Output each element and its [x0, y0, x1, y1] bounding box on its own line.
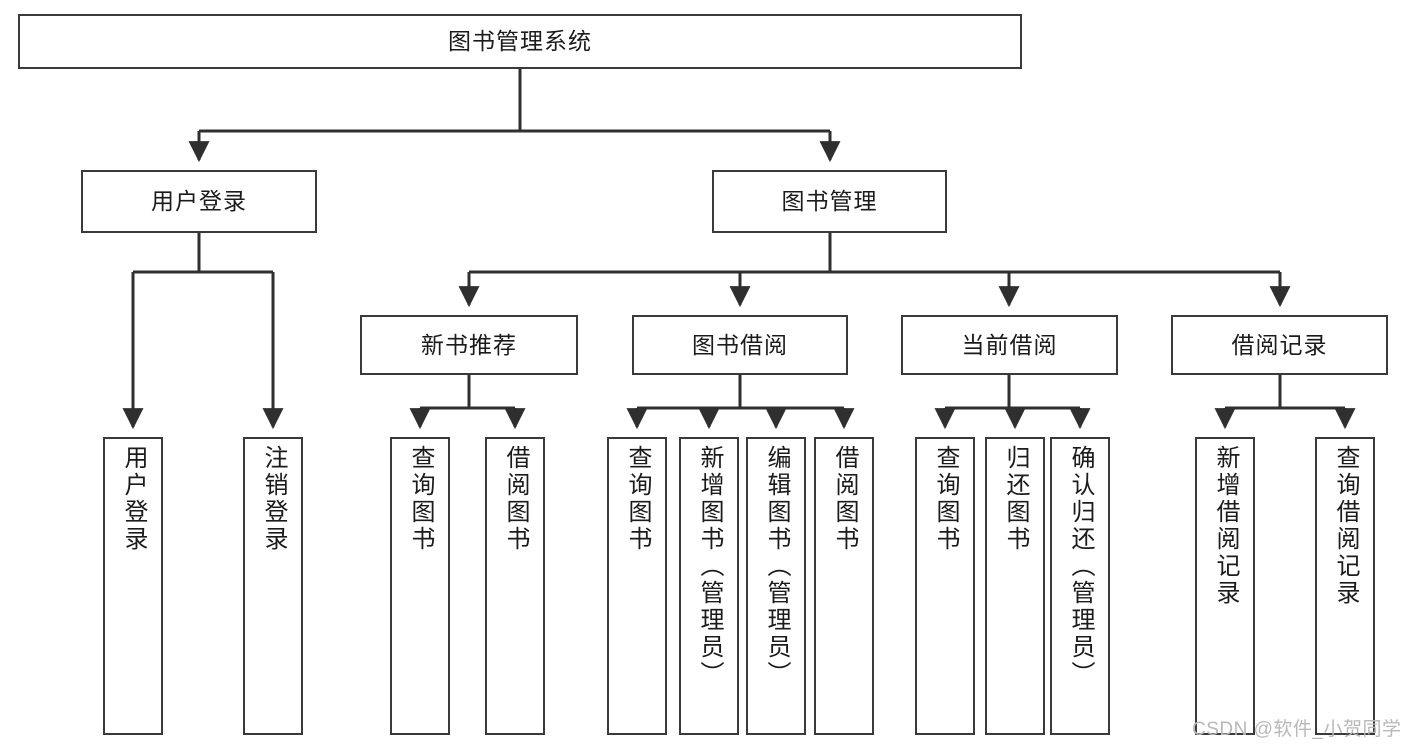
node-leaf-add-borrow-record[interactable]: 新增借阅记录 — [1195, 437, 1255, 735]
csdn-watermark: CSDN @软件_小贺同学 — [1192, 719, 1402, 740]
node-leaf-user-logout[interactable]: 注销登录 — [243, 437, 303, 735]
node-leaf-add-book-admin[interactable]: 新增图书（管理员） — [679, 437, 739, 735]
node-book-borrow[interactable]: 图书借阅 — [632, 315, 848, 375]
node-leaf-confirm-return-admin-label: 确认归还（管理员） — [1067, 445, 1094, 688]
node-book-manage-label: 图书管理 — [781, 188, 878, 215]
node-leaf-query-book-3[interactable]: 查询图书 — [915, 437, 975, 735]
node-leaf-borrow-book-1[interactable]: 借阅图书 — [485, 437, 545, 735]
node-borrow-record-label: 借阅记录 — [1231, 331, 1328, 358]
node-leaf-return-book-label: 归还图书 — [1002, 445, 1029, 553]
node-leaf-return-book[interactable]: 归还图书 — [985, 437, 1045, 735]
node-leaf-confirm-return-admin[interactable]: 确认归还（管理员） — [1050, 437, 1110, 735]
node-root[interactable]: 图书管理系统 — [18, 14, 1022, 69]
node-book-manage[interactable]: 图书管理 — [712, 170, 947, 233]
node-current-borrow[interactable]: 当前借阅 — [901, 315, 1118, 375]
node-leaf-query-book-3-label: 查询图书 — [932, 445, 959, 553]
node-leaf-query-book-1[interactable]: 查询图书 — [390, 437, 450, 735]
node-new-book-recommend-label: 新书推荐 — [421, 331, 517, 358]
node-leaf-user-login[interactable]: 用户登录 — [103, 437, 163, 735]
node-borrow-record[interactable]: 借阅记录 — [1171, 315, 1388, 375]
node-leaf-query-book-1-label: 查询图书 — [407, 445, 434, 553]
node-leaf-add-borrow-record-label: 新增借阅记录 — [1212, 445, 1239, 607]
node-user-login[interactable]: 用户登录 — [81, 170, 317, 233]
node-root-label: 图书管理系统 — [448, 28, 592, 55]
node-user-login-label: 用户登录 — [151, 188, 247, 215]
node-leaf-edit-book-admin-label: 编辑图书（管理员） — [763, 445, 790, 688]
node-leaf-borrow-book-2-label: 借阅图书 — [831, 445, 858, 553]
node-leaf-query-borrow-record-label: 查询借阅记录 — [1332, 445, 1359, 607]
node-book-borrow-label: 图书借阅 — [692, 331, 788, 358]
node-leaf-user-logout-label: 注销登录 — [260, 445, 287, 553]
node-leaf-borrow-book-1-label: 借阅图书 — [502, 445, 529, 553]
node-current-borrow-label: 当前借阅 — [961, 331, 1058, 358]
node-leaf-query-borrow-record[interactable]: 查询借阅记录 — [1315, 437, 1375, 735]
node-leaf-user-login-label: 用户登录 — [120, 445, 147, 553]
node-leaf-query-book-2[interactable]: 查询图书 — [607, 437, 667, 735]
node-leaf-query-book-2-label: 查询图书 — [624, 445, 651, 553]
node-leaf-edit-book-admin[interactable]: 编辑图书（管理员） — [746, 437, 806, 735]
node-leaf-borrow-book-2[interactable]: 借阅图书 — [814, 437, 874, 735]
node-new-book-recommend[interactable]: 新书推荐 — [360, 315, 578, 375]
node-leaf-add-book-admin-label: 新增图书（管理员） — [696, 445, 723, 688]
